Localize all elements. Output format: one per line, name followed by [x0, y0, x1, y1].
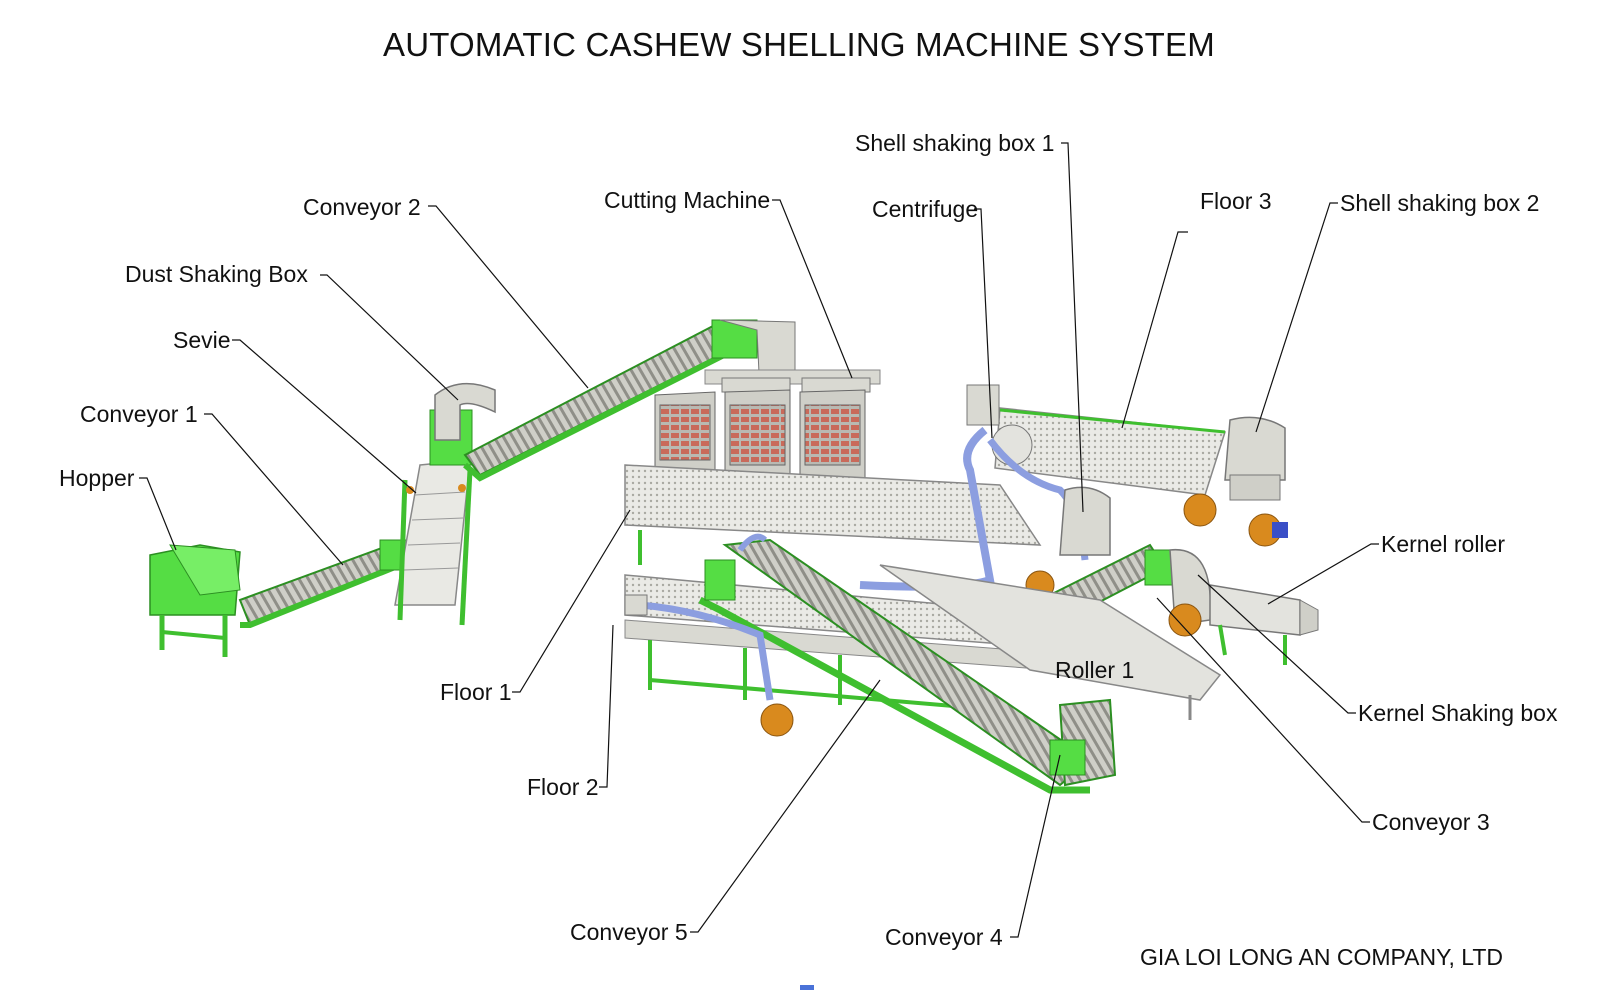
- conveyor-4-machine: [1049, 698, 1117, 787]
- blower-unit: [624, 594, 794, 737]
- label-kernel-shaking-box: Kernel Shaking box: [1358, 700, 1558, 726]
- label-conveyor-5: Conveyor 5: [570, 919, 688, 945]
- shell-shaking-box-2-machine: [1183, 416, 1288, 547]
- label-hopper: Hopper: [59, 465, 135, 491]
- label-dust-shaking-box: Dust Shaking Box: [125, 261, 308, 287]
- roller-1-machine: [879, 564, 1222, 720]
- label-floor-3: Floor 3: [1200, 188, 1272, 214]
- conveyor-1-machine: [238, 539, 416, 628]
- floor-3-tray: [994, 407, 1226, 496]
- label-cutting-machine: Cutting Machine: [604, 187, 771, 213]
- page-title: AUTOMATIC CASHEW SHELLING MACHINE SYSTEM: [383, 26, 1215, 63]
- blue-marker: [800, 985, 814, 990]
- floor-1-tray: [624, 464, 1042, 565]
- label-kernel-roller: Kernel roller: [1381, 531, 1505, 557]
- cutting-machine-units: [654, 369, 881, 496]
- label-floor-2: Floor 2: [527, 774, 599, 800]
- label-roller-1: Roller 1: [1055, 657, 1135, 683]
- hopper-machine: [149, 544, 241, 657]
- label-centrifuge: Centrifuge: [872, 196, 979, 222]
- leader-lines: [139, 142, 1379, 938]
- label-conveyor-3: Conveyor 3: [1372, 809, 1490, 835]
- label-shell-shaking-box-1: Shell shaking box 1: [855, 130, 1055, 156]
- kernel-shaking-box-machine: [1168, 549, 1212, 637]
- label-shell-shaking-box-2: Shell shaking box 2: [1340, 190, 1540, 216]
- label-sevie: Sevie: [173, 327, 231, 353]
- label-floor-1: Floor 1: [440, 679, 512, 705]
- label-conveyor-1: Conveyor 1: [80, 401, 198, 427]
- label-conveyor-2: Conveyor 2: [303, 194, 421, 220]
- kernel-roller-machine: [1209, 584, 1319, 665]
- label-conveyor-4: Conveyor 4: [885, 924, 1003, 950]
- sevie-machine: [394, 459, 473, 626]
- company-name: GIA LOI LONG AN COMPANY, LTD: [1140, 944, 1503, 970]
